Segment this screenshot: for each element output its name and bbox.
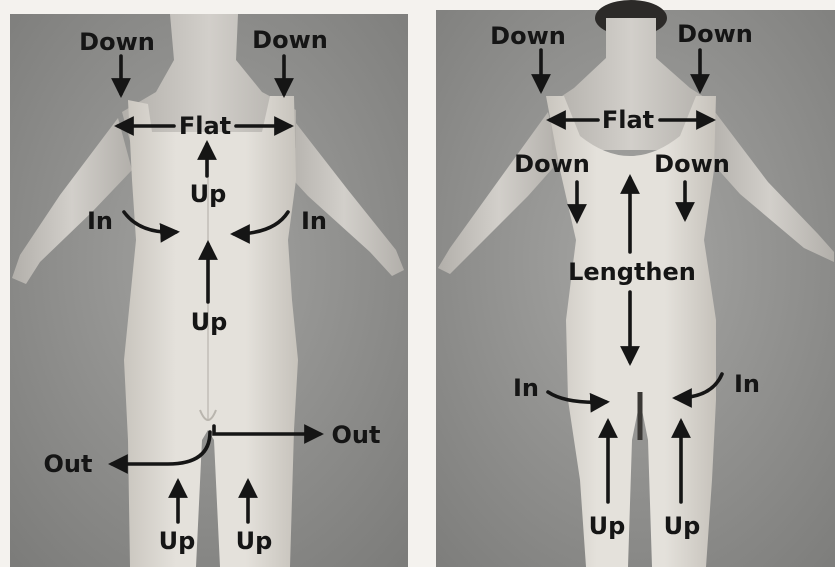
- front-label-in-right: In: [301, 207, 327, 235]
- back-label-down-back-right: Down: [654, 150, 730, 178]
- back-label-flat: Flat: [602, 106, 654, 134]
- front-label-in-left: In: [87, 207, 113, 235]
- back-label-down-left: Down: [490, 22, 566, 50]
- back-label-up-leg-right: Up: [664, 512, 701, 540]
- front-label-up-abdomen: Up: [191, 308, 228, 336]
- back-label-lengthen: Lengthen: [568, 258, 696, 286]
- front-label-up-chest: Up: [190, 180, 227, 208]
- front-label-up-leg-right: Up: [236, 527, 273, 555]
- back-label-down-right: Down: [677, 20, 753, 48]
- front-label-out-left: Out: [44, 450, 93, 478]
- front-label-out-right: Out: [332, 421, 381, 449]
- back-label-in-right: In: [734, 370, 760, 398]
- front-label-down-left: Down: [79, 28, 155, 56]
- front-label-up-leg-left: Up: [159, 527, 196, 555]
- back-label-up-leg-left: Up: [589, 512, 626, 540]
- back-panel: Down Down Flat Down Down Lengthen In In …: [436, 0, 835, 567]
- front-label-flat: Flat: [179, 112, 231, 140]
- back-label-in-left: In: [513, 374, 539, 402]
- front-panel: Down Down Flat Up In In Up Out Out Up Up: [10, 14, 408, 567]
- back-label-down-back-left: Down: [514, 150, 590, 178]
- front-label-down-right: Down: [252, 26, 328, 54]
